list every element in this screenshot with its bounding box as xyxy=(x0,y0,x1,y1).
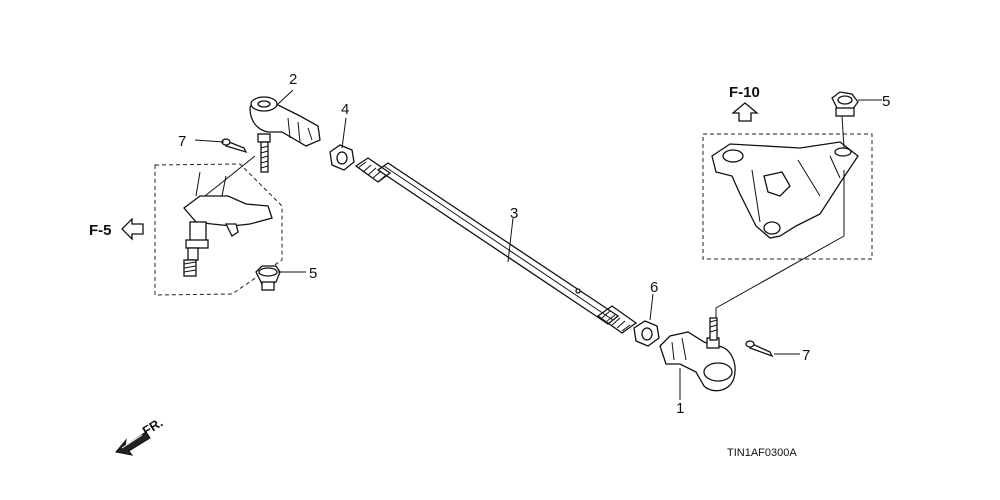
callout-2: 2 xyxy=(289,71,297,88)
reference-f5: F-5 xyxy=(89,222,112,239)
tie-rod xyxy=(354,157,638,334)
callout-3: 3 xyxy=(510,205,518,222)
left-arrow-icon xyxy=(121,217,144,241)
callout-7-right: 7 xyxy=(802,347,810,364)
lock-nut-6 xyxy=(633,320,660,347)
nut-5-left xyxy=(255,265,281,291)
knuckle-box xyxy=(154,155,283,296)
callout-7-left: 7 xyxy=(178,133,186,150)
tie-rod-end-2 xyxy=(249,96,321,173)
callout-5-left: 5 xyxy=(309,265,317,282)
tie-rod-end-1 xyxy=(659,317,736,392)
steering-knuckle-box xyxy=(702,133,873,260)
callout-5-right: 5 xyxy=(882,93,890,110)
cotter-pin-left xyxy=(221,138,248,154)
callout-6: 6 xyxy=(650,279,658,296)
front-direction-arrow-icon xyxy=(115,431,151,456)
lock-nut-4 xyxy=(329,144,355,171)
callout-1: 1 xyxy=(676,400,684,417)
up-arrow-icon xyxy=(731,102,759,122)
diagram-code: TIN1AF0300A xyxy=(727,447,797,459)
callout-4: 4 xyxy=(341,101,349,118)
reference-f10: F-10 xyxy=(729,84,760,101)
guide-lines xyxy=(194,89,882,400)
cotter-pin-right xyxy=(745,340,774,358)
nut-5-right xyxy=(831,91,859,117)
